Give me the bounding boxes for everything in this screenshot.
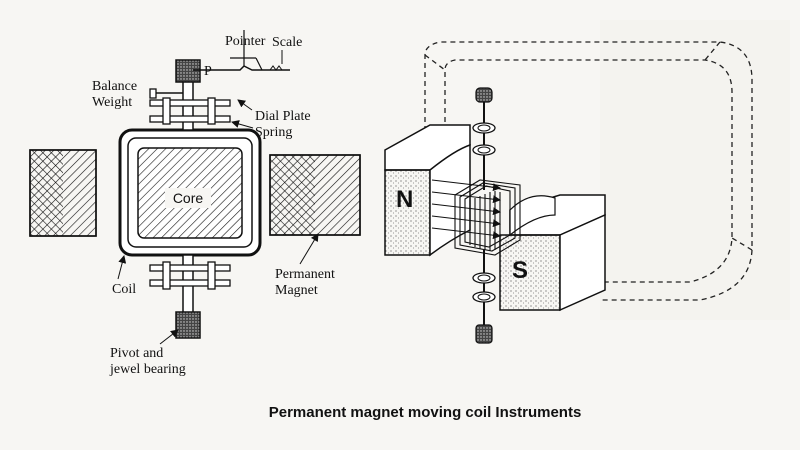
- right-permanent-magnet: [270, 155, 360, 235]
- lower-spindle-3d: [473, 250, 495, 343]
- north-label: N: [396, 186, 413, 213]
- south-label: S: [512, 257, 528, 284]
- upper-spindle-3d: [473, 88, 495, 190]
- figure-caption: Permanent magnet moving coil Instruments: [269, 404, 582, 421]
- left-permanent-magnet: [30, 150, 96, 236]
- core: Core: [138, 148, 242, 238]
- pointer-label: Pointer: [225, 34, 266, 49]
- weight-label: Weight: [92, 95, 132, 110]
- scale-label: Scale: [272, 35, 302, 50]
- balance-weight: [150, 89, 183, 98]
- dial-plate-label: Dial Plate: [255, 109, 311, 124]
- lower-spindle: [150, 255, 230, 338]
- spring-label: Spring: [255, 125, 292, 140]
- p-label: P: [204, 64, 212, 79]
- permanent-label: Permanent: [275, 267, 335, 282]
- core-label: Core: [173, 190, 204, 206]
- magnet-label: Magnet: [275, 283, 318, 298]
- south-pole: S: [500, 195, 605, 310]
- pivot-label: Pivot and: [110, 346, 163, 361]
- coil-label: Coil: [112, 282, 136, 297]
- north-pole: N: [385, 125, 470, 255]
- background-bleed-text: [600, 20, 790, 320]
- left-diagram: Core: [30, 30, 360, 377]
- scale: [262, 66, 290, 70]
- balance-label: Balance: [92, 79, 137, 94]
- jewel-bearing-label: jewel bearing: [109, 362, 186, 377]
